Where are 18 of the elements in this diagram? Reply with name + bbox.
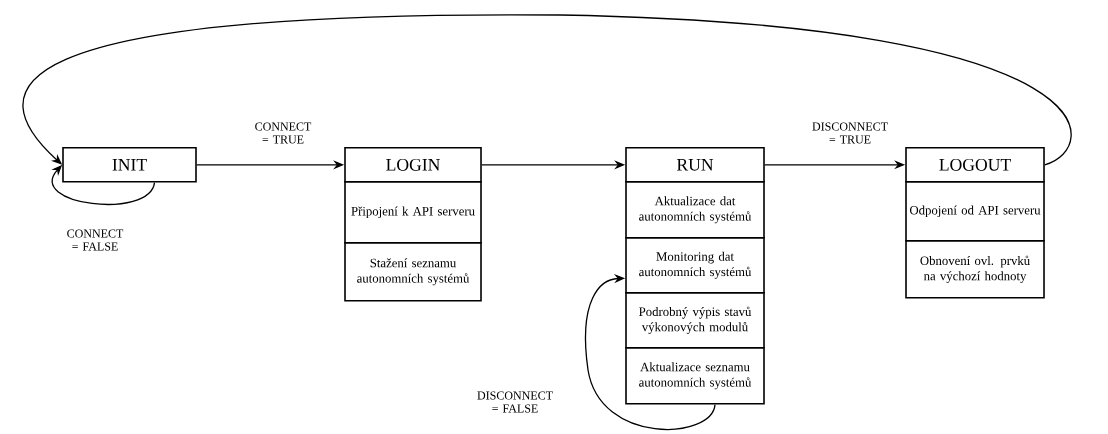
action-box: Monitoring dat autonomních systémů <box>625 237 765 294</box>
edge-label: CONNECT = FALSE <box>62 228 128 252</box>
arrow <box>22 14 1072 166</box>
state-box: LOGIN <box>344 147 482 183</box>
state-box: LOGOUT <box>905 147 1045 183</box>
action-box: Aktualizace dat autonomních systémů <box>625 181 765 239</box>
edge-label: CONNECT = TRUE <box>250 121 316 145</box>
state-box: INIT <box>62 147 197 183</box>
action-box: Obnovení ovl. prvků na výchozí hodnoty <box>905 240 1045 299</box>
action-box: Stažení seznamu autonomních systémů <box>344 242 482 302</box>
arrow <box>584 274 716 431</box>
state-box: RUN <box>625 147 765 183</box>
action-box: Aktualizace seznamu autonomních systémů <box>625 347 765 405</box>
edge-label: DISCONNECT = FALSE <box>470 390 560 414</box>
action-box: Připojení k API serveru <box>344 181 482 244</box>
action-box: Podrobný výpis stavů výkonových modulů <box>625 292 765 349</box>
edge-label: DISCONNECT = TRUE <box>805 121 895 145</box>
action-box: Odpojení od API serveru <box>905 181 1045 242</box>
